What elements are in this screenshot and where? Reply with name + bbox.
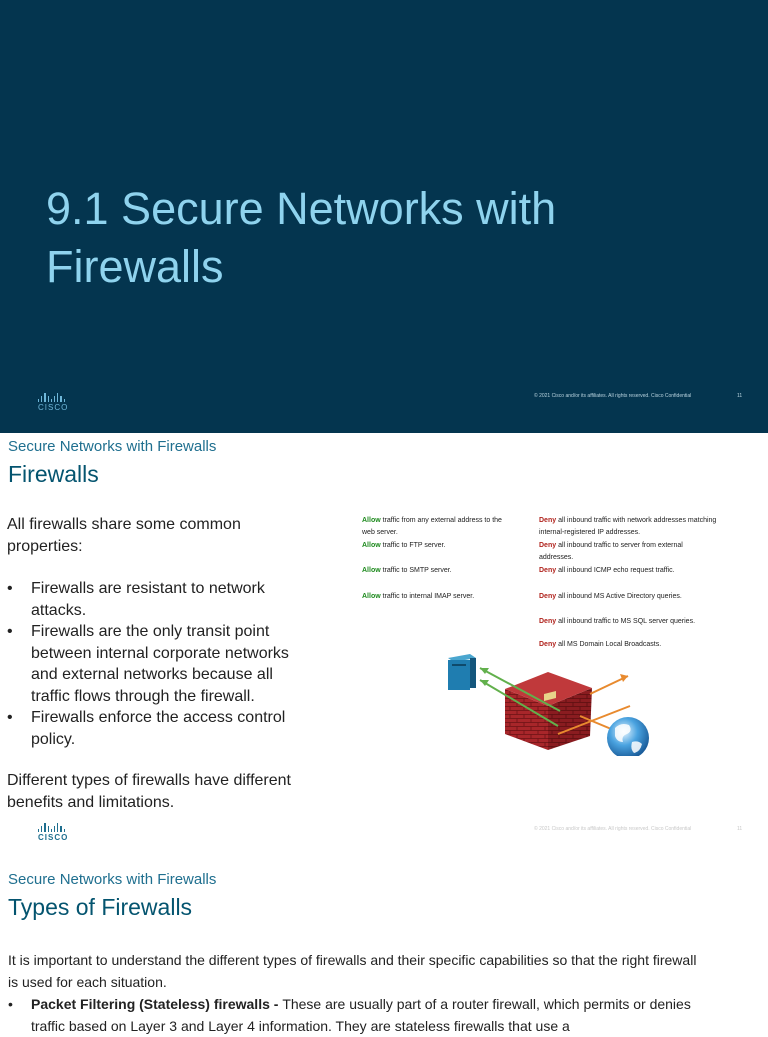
deny-rule: Deny all inbound traffic to MS SQL serve… xyxy=(539,618,696,625)
brick-wall-icon xyxy=(505,672,592,750)
firewall-illustration xyxy=(448,654,649,756)
deny-rule: Deny all MS Domain Local Broadcasts. xyxy=(539,641,662,648)
server-icon xyxy=(448,654,476,690)
deny-rule: Deny all inbound traffic to server from … xyxy=(539,542,683,561)
properties-list: Firewalls are resistant to network attac… xyxy=(7,578,312,750)
cisco-wordmark: CISCO xyxy=(38,403,69,412)
bullet-icon: • xyxy=(8,996,13,1012)
types-of-firewalls-slide: Secure Networks with Firewalls Types of … xyxy=(0,863,768,1034)
allow-rule: Allow traffic to internal IMAP server. xyxy=(362,593,475,600)
cisco-bars-icon xyxy=(38,393,68,402)
title-slide: 9.1 Secure Networks with Firewalls CISCO… xyxy=(0,0,768,433)
bullet-heading: Packet Filtering (Stateless) firewalls - xyxy=(31,996,283,1012)
cisco-wordmark: CISCO xyxy=(38,833,69,842)
cisco-logo: CISCO xyxy=(38,823,68,842)
slide-title-line-1: 9.1 Secure Networks with xyxy=(46,183,557,234)
copyright-footer: © 2021 Cisco and/or its affiliates. All … xyxy=(534,393,692,399)
deny-rule: Deny all inbound ICMP echo request traff… xyxy=(539,567,675,574)
cisco-bars-icon xyxy=(38,823,68,832)
intro-text: It is important to understand the differ… xyxy=(8,952,697,990)
firewalls-slide: Secure Networks with Firewalls Firewalls… xyxy=(0,433,768,863)
allow-rule: Allow traffic to SMTP server. xyxy=(362,567,452,574)
globe-icon xyxy=(607,717,649,756)
list-item: Firewalls are the only transit point bet… xyxy=(7,621,312,707)
section-label: Secure Networks with Firewalls xyxy=(8,871,217,888)
allow-rule: Allow traffic to FTP server. xyxy=(362,542,446,549)
intro-text: All firewalls share some common properti… xyxy=(7,516,241,555)
copyright-footer: © 2021 Cisco and/or its affiliates. All … xyxy=(534,826,692,832)
allow-rule: Allow traffic from any external address … xyxy=(362,517,502,536)
list-item: Firewalls enforce the access control pol… xyxy=(7,707,312,750)
section-label: Secure Networks with Firewalls xyxy=(8,438,217,455)
page-number: 11 xyxy=(737,826,743,832)
slide-title-line-2: Firewalls xyxy=(46,241,224,292)
slide-heading: Types of Firewalls xyxy=(8,894,193,920)
page-number: 11 xyxy=(737,393,743,399)
list-item: Firewalls are resistant to network attac… xyxy=(7,578,312,621)
list-item: • Packet Filtering (Stateless) firewalls… xyxy=(8,993,698,1037)
slide-heading: Firewalls xyxy=(8,461,99,487)
slide-title: 9.1 Secure Networks with Firewalls xyxy=(46,180,736,296)
cisco-logo: CISCO xyxy=(38,393,68,412)
deny-rule: Deny all inbound traffic with network ad… xyxy=(539,517,717,536)
firewall-rules: Allow traffic from any external address … xyxy=(362,515,762,655)
deny-rule: Deny all inbound MS Active Directory que… xyxy=(539,593,682,600)
closing-text: Different types of firewalls have differ… xyxy=(7,772,291,811)
